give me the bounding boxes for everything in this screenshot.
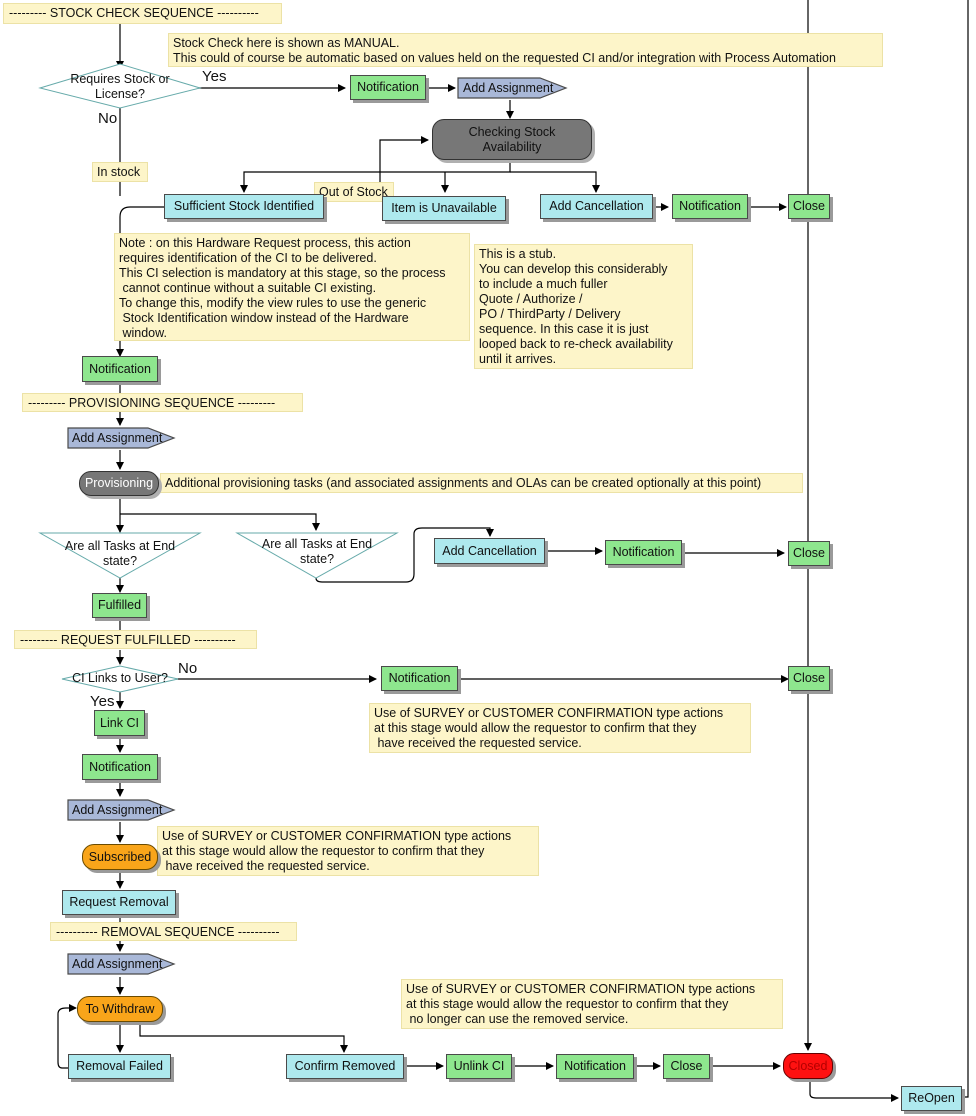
add-cancellation-node-2[interactable]: Add Cancellation <box>434 538 545 564</box>
notification-node-4[interactable]: Notification <box>605 540 682 565</box>
out-of-stock-note: Out of Stock <box>314 182 394 202</box>
sufficient-stock-node[interactable]: Sufficient Stock Identified <box>164 194 324 219</box>
notification-node-6[interactable]: Notification <box>82 754 158 780</box>
stub-note: This is a stub. You can develop this con… <box>474 244 693 369</box>
link-ci-node[interactable]: Link CI <box>94 710 145 736</box>
add-cancellation-node-1[interactable]: Add Cancellation <box>540 194 653 219</box>
hardware-request-note: Note : on this Hardware Request process,… <box>114 233 470 341</box>
tasks-end-decision-1[interactable]: Are all Tasks at End state? <box>64 539 176 568</box>
yes-label-stock: Yes <box>202 68 227 85</box>
request-removal-node[interactable]: Request Removal <box>62 890 176 915</box>
closed-state-node[interactable]: Closed <box>783 1053 833 1079</box>
add-assignment-2[interactable]: Add Assignment <box>72 431 163 445</box>
fulfilled-node[interactable]: Fulfilled <box>92 593 147 618</box>
add-assignment-1[interactable]: Add Assignment <box>463 81 554 95</box>
notification-node-5[interactable]: Notification <box>381 666 458 691</box>
close-node-3[interactable]: Close <box>788 666 830 691</box>
provisioning-node[interactable]: Provisioning <box>79 471 159 496</box>
connectors <box>38 0 969 1102</box>
subscribed-node[interactable]: Subscribed <box>82 844 158 870</box>
survey-note-3: Use of SURVEY or CUSTOMER CONFIRMATION t… <box>401 979 783 1029</box>
unlink-ci-node[interactable]: Unlink CI <box>446 1054 512 1079</box>
in-stock-note: In stock <box>92 162 148 182</box>
notification-node-7[interactable]: Notification <box>556 1054 634 1079</box>
checking-stock-node[interactable]: Checking Stock Availability <box>432 119 592 160</box>
add-assignment-3[interactable]: Add Assignment <box>72 803 163 817</box>
close-node-2[interactable]: Close <box>788 541 830 566</box>
close-node-1[interactable]: Close <box>788 194 830 219</box>
requires-stock-decision[interactable]: Requires Stock or License? <box>70 72 170 101</box>
removal-banner: ---------- REMOVAL SEQUENCE ---------- <box>50 922 297 941</box>
reopen-node[interactable]: ReOpen <box>901 1086 962 1111</box>
notification-node-3[interactable]: Notification <box>82 356 158 382</box>
provisioning-tasks-note: Additional provisioning tasks (and assoc… <box>160 473 803 493</box>
manual-stock-note: Stock Check here is shown as MANUAL. Thi… <box>168 33 883 67</box>
ci-links-decision[interactable]: CI Links to User? <box>72 671 168 685</box>
notification-node-1[interactable]: Notification <box>350 75 426 100</box>
survey-note-2: Use of SURVEY or CUSTOMER CONFIRMATION t… <box>157 826 539 876</box>
no-label-stock: No <box>98 110 118 127</box>
request-fulfilled-banner: --------- REQUEST FULFILLED ---------- <box>14 630 257 649</box>
provisioning-banner: --------- PROVISIONING SEQUENCE --------… <box>22 393 303 412</box>
removal-failed-node[interactable]: Removal Failed <box>68 1054 171 1079</box>
close-node-4[interactable]: Close <box>663 1054 710 1079</box>
no-label-ci: No <box>178 660 198 677</box>
tasks-end-decision-2[interactable]: Are all Tasks at End state? <box>261 537 373 566</box>
item-unavailable-node[interactable]: Item is Unavailable <box>382 196 506 221</box>
add-assignment-4[interactable]: Add Assignment <box>72 957 163 971</box>
yes-label-ci: Yes <box>90 693 115 710</box>
confirm-removed-node[interactable]: Confirm Removed <box>286 1054 404 1079</box>
stock-check-banner: --------- STOCK CHECK SEQUENCE ---------… <box>3 3 282 24</box>
survey-note-1: Use of SURVEY or CUSTOMER CONFIRMATION t… <box>369 703 751 753</box>
notification-node-2[interactable]: Notification <box>672 194 748 219</box>
to-withdraw-node[interactable]: To Withdraw <box>77 996 163 1022</box>
